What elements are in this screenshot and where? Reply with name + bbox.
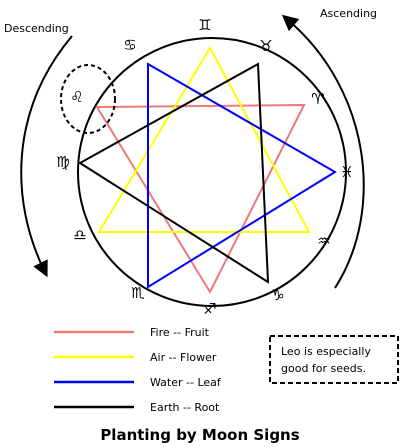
fire-triangle: [95, 103, 306, 295]
sign-libra-icon: ♎: [73, 226, 86, 244]
sign-sagittarius-icon: ♐: [203, 300, 216, 318]
legend-label-air: Air -- Flower: [150, 351, 217, 364]
descending-arrow: [20, 35, 73, 278]
air-triangle: [97, 45, 311, 233]
leo-highlight: [60, 64, 116, 134]
earth-triangle: [78, 62, 270, 284]
sign-aries-icon: ♈: [311, 90, 324, 108]
legend-label-fire: Fire -- Fruit: [150, 326, 210, 339]
sign-scorpio-icon: ♏: [131, 284, 145, 302]
legend-label-earth: Earth -- Root: [150, 401, 220, 414]
sign-capricorn-icon: ♑: [271, 286, 284, 304]
zodiac-circle: [77, 37, 347, 307]
sign-gemini-icon: ♊: [198, 16, 211, 34]
sign-cancer-icon: ♋: [123, 36, 136, 54]
ascending-arrow: [281, 14, 365, 289]
page-title: Planting by Moon Signs: [100, 426, 299, 444]
note-line-1: Leo is especially: [281, 345, 371, 358]
ascending-label: Ascending: [320, 7, 377, 20]
legend-label-water: Water -- Leaf: [150, 376, 222, 389]
sign-taurus-icon: ♉: [259, 37, 272, 55]
note-box: [269, 335, 399, 384]
sign-aquarius-icon: ♒: [317, 232, 330, 250]
sign-leo-icon: ♌: [70, 88, 83, 106]
sign-pisces-icon: ♓: [340, 163, 353, 181]
note-line-2: good for seeds.: [281, 362, 366, 375]
water-triangle: [147, 62, 337, 289]
sign-virgo-icon: ♍: [56, 153, 69, 171]
descending-label: Descending: [4, 22, 69, 35]
